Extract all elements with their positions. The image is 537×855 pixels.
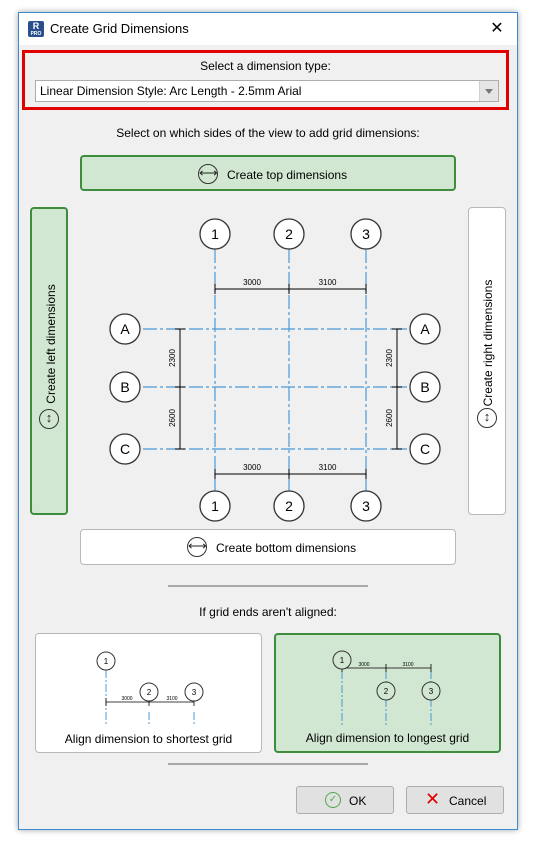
grid-label: C xyxy=(120,441,130,457)
double-arrow-vertical-icon: ↕ xyxy=(477,408,497,428)
grid-label: B xyxy=(420,379,429,395)
dimension-value: 3000 xyxy=(358,662,369,668)
grid-label: 3 xyxy=(429,687,434,696)
grid-label: 1 xyxy=(211,498,219,514)
create-bottom-dimensions-button[interactable]: ⟷ Create bottom dimensions xyxy=(80,529,456,565)
double-arrow-horizontal-icon: ⟷ xyxy=(187,537,207,557)
create-left-dimensions-label: Create left dimensions xyxy=(44,284,58,404)
check-icon: ✓ xyxy=(325,792,341,808)
create-left-dimensions-button[interactable]: ↕ Create left dimensions xyxy=(30,207,68,515)
divider xyxy=(168,763,368,765)
dimension-value: 2600 xyxy=(168,409,177,427)
ok-label: OK xyxy=(349,794,367,808)
dimension-type-section: Select a dimension type: Linear Dimensio… xyxy=(22,50,509,110)
dimension-value: 3100 xyxy=(319,278,337,287)
grid-bubble xyxy=(273,218,305,250)
align-longest-preview: 1 2 3 3000 3100 xyxy=(332,650,441,727)
dimension-value: 3000 xyxy=(243,278,261,287)
grid-label: 2 xyxy=(285,498,293,514)
dimension-type-label: Select a dimension type: xyxy=(200,59,331,73)
grid-bubble xyxy=(199,490,231,522)
grid-bubble xyxy=(350,490,382,522)
create-top-dimensions-label: Create top dimensions xyxy=(227,168,348,182)
align-shortest-preview: 1 2 3 3000 3100 xyxy=(96,651,204,726)
align-longest-option[interactable]: 1 2 3 3000 3100 Align dimension to longe… xyxy=(274,633,501,753)
grid-label: A xyxy=(420,321,430,337)
dimension-value: 3000 xyxy=(121,696,132,702)
create-top-dimensions-button[interactable]: ⟷ Create top dimensions xyxy=(80,155,456,191)
grid-label: 1 xyxy=(340,656,345,665)
grid-label: 2 xyxy=(147,688,152,697)
dimension-value: 2300 xyxy=(168,349,177,367)
ok-button[interactable]: ✓ OK xyxy=(296,786,394,814)
grid-bubble xyxy=(109,313,141,345)
grid-bubble xyxy=(350,218,382,250)
align-shortest-option[interactable]: 1 2 3 3000 3100 Align dimension to short… xyxy=(35,633,262,753)
dimension-value: 3100 xyxy=(402,662,413,668)
double-arrow-vertical-icon: ↕ xyxy=(39,409,59,429)
double-arrow-horizontal-icon: ⟷ xyxy=(198,164,218,184)
grid-bubble xyxy=(409,433,441,465)
grid-bubble xyxy=(109,371,141,403)
dimension-value: 3100 xyxy=(319,463,337,472)
cancel-label: Cancel xyxy=(449,794,487,808)
dimension-type-value: Linear Dimension Style: Arc Length - 2.5… xyxy=(40,84,302,98)
grid-bubble xyxy=(273,490,305,522)
grid-label: 1 xyxy=(211,226,219,242)
grid-label: 3 xyxy=(192,688,197,697)
create-right-dimensions-label: Create right dimensions xyxy=(481,279,495,407)
grid-label: 2 xyxy=(285,226,293,242)
grid-bubble xyxy=(109,433,141,465)
window-title: Create Grid Dimensions xyxy=(50,21,189,36)
align-longest-label: Align dimension to longest grid xyxy=(305,731,470,745)
dimension-value: 3000 xyxy=(243,463,261,472)
create-bottom-dimensions-label: Create bottom dimensions xyxy=(216,541,357,555)
grid-label: A xyxy=(120,321,130,337)
grid-label: 2 xyxy=(384,687,389,696)
align-shortest-label: Align dimension to shortest grid xyxy=(64,732,233,746)
close-icon: ✕ xyxy=(425,789,441,809)
dimension-value: 2300 xyxy=(385,349,394,367)
grid-label: B xyxy=(120,379,129,395)
grid-bubble xyxy=(409,313,441,345)
create-right-dimensions-button[interactable]: ↕ Create right dimensions xyxy=(468,207,506,515)
dimension-type-dropdown[interactable]: Linear Dimension Style: Arc Length - 2.5… xyxy=(35,80,499,102)
close-icon[interactable]: ✕ xyxy=(490,20,504,37)
grid-label: 3 xyxy=(362,498,370,514)
grid-label: C xyxy=(420,441,430,457)
grid-label: 1 xyxy=(104,657,109,666)
divider xyxy=(168,585,368,587)
grid-bubble xyxy=(409,371,441,403)
dimension-value: 2600 xyxy=(385,409,394,427)
grid-label: 3 xyxy=(362,226,370,242)
sides-label: Select on which sides of the view to add… xyxy=(116,126,420,140)
cancel-button[interactable]: ✕ Cancel xyxy=(406,786,504,814)
grid-bubble xyxy=(199,218,231,250)
chevron-down-icon[interactable] xyxy=(479,81,498,101)
alignment-label: If grid ends aren't aligned: xyxy=(199,605,337,619)
dimension-value: 3100 xyxy=(166,696,177,702)
